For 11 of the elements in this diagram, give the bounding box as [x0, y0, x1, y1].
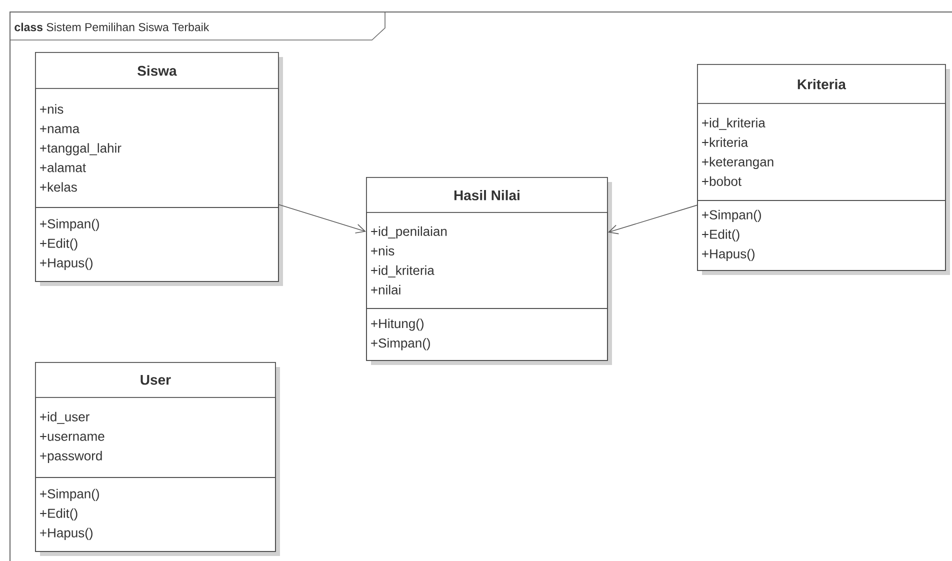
association-arrow — [278, 204, 366, 234]
member-list: +nis +nama +tanggal_lahir +alamat +kelas — [35, 88, 279, 208]
member-list: +Simpan() +Edit() +Hapus() — [35, 207, 279, 282]
association-arrow — [608, 204, 698, 234]
frame-title: class Sistem Pemilihan Siswa Terbaik — [14, 22, 210, 32]
member-list: +Simpan() +Edit() +Hapus() — [35, 476, 276, 552]
member-list: +Simpan() +Edit() +Hapus() — [697, 200, 946, 271]
member-list: +id_penilaian +nis +id_kriteria +nilai — [366, 212, 608, 309]
member-list: +Hitung() +Simpan() — [366, 308, 608, 361]
member-list: +id_user +username +password — [35, 396, 276, 478]
member-list: +id_kriteria +kriteria +keterangan +bobot — [697, 103, 946, 201]
